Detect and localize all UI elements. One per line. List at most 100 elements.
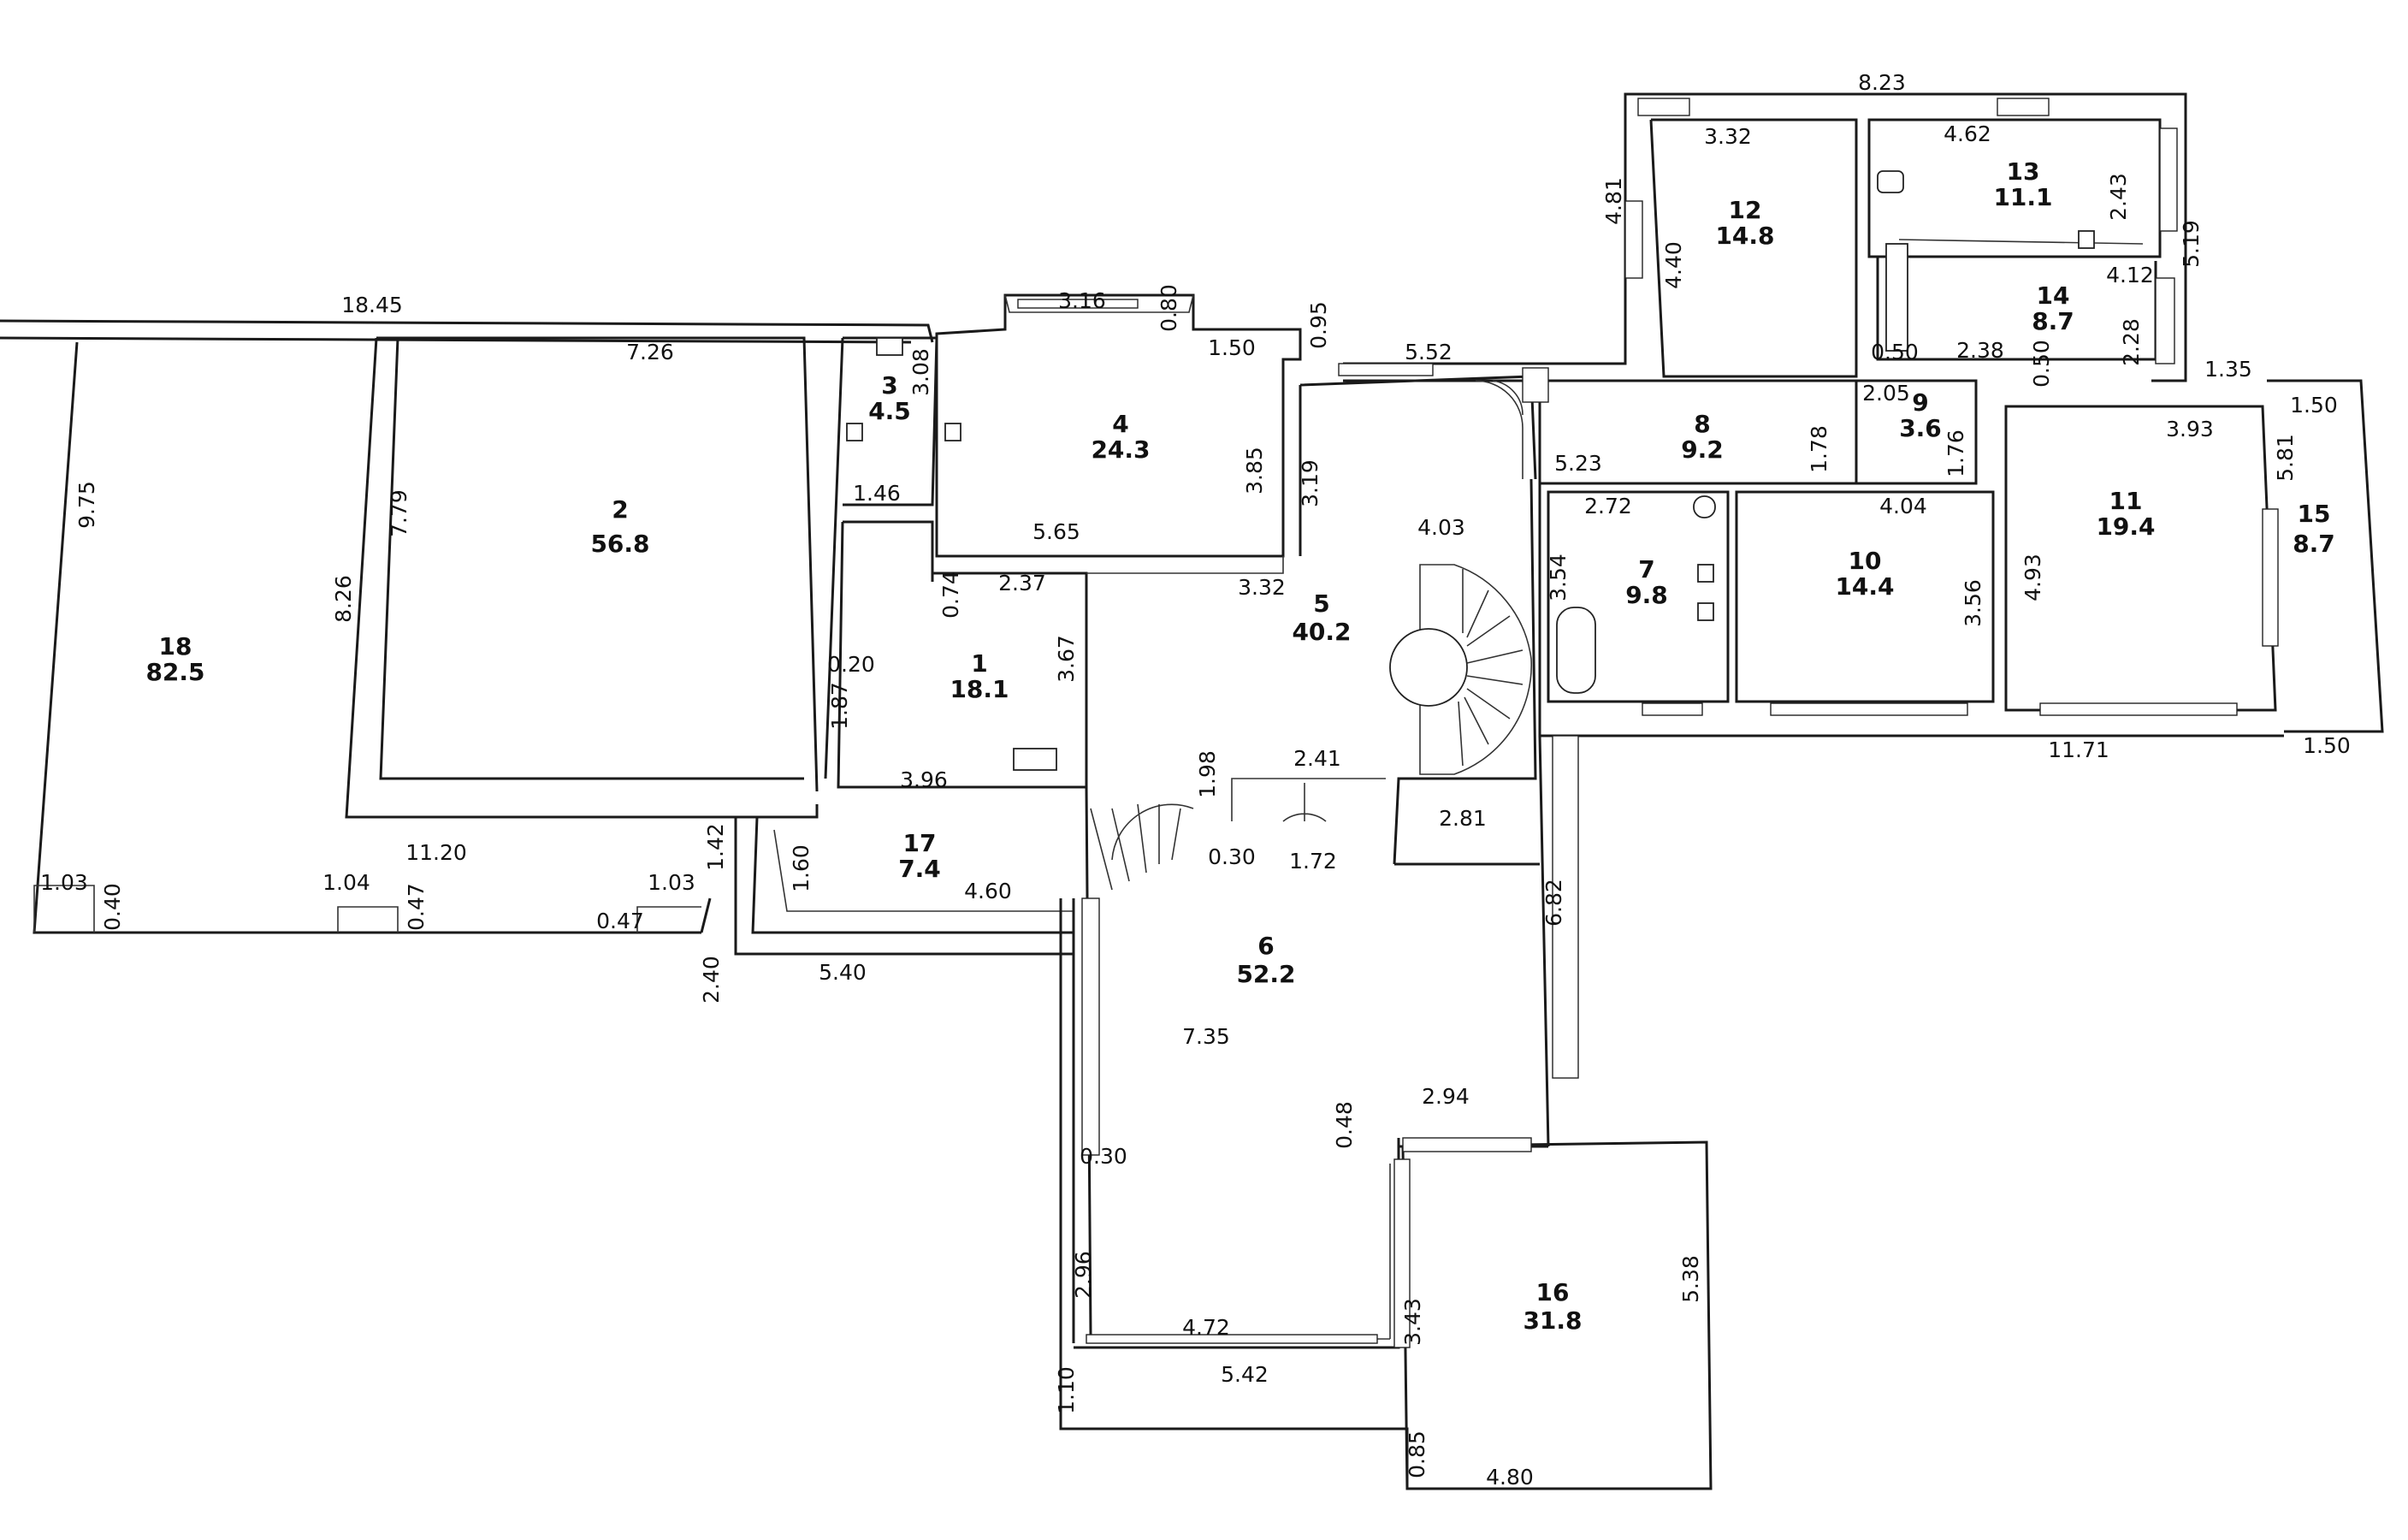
- dimension-label: 0.47: [596, 909, 644, 933]
- outlet-icon: [846, 423, 863, 441]
- dimension-label: 1.50: [1208, 335, 1256, 360]
- fixtures: [846, 170, 2095, 771]
- dimension-label: 1.04: [322, 870, 370, 895]
- dimension-label: 5.65: [1032, 519, 1080, 544]
- dimension-label: 0.40: [100, 883, 125, 931]
- dimension-label: 5.40: [819, 960, 867, 985]
- room-area: 18.1: [950, 675, 1009, 703]
- room-area: 7.4: [898, 855, 941, 883]
- room-11-outline: [2004, 405, 2277, 712]
- windows: [1017, 98, 2279, 1348]
- dimension-label: 5.38: [1678, 1255, 1703, 1303]
- dimension-label: 4.81: [1601, 177, 1626, 225]
- room-number: 4: [1112, 410, 1128, 438]
- room-area: 19.4: [2096, 512, 2155, 541]
- dimension-label: 4.80: [1486, 1465, 1534, 1490]
- room-area: 24.3: [1091, 435, 1150, 464]
- dimension-label: 1.76: [1944, 429, 1968, 477]
- dimension-label: 1.78: [1807, 425, 1831, 473]
- dimension-label: 1.03: [40, 870, 88, 895]
- room-number: 18: [159, 632, 192, 660]
- dimension-label: 1.10: [1054, 1366, 1079, 1414]
- room-12-outline: [1649, 118, 1858, 378]
- room-2-outline: [345, 336, 819, 819]
- dimension-label: 3.96: [900, 767, 948, 792]
- room-area: 31.8: [1523, 1306, 1582, 1335]
- sink-icon: [1693, 495, 1716, 518]
- dimension-label: 6.82: [1541, 879, 1566, 927]
- dimension-label: 3.67: [1054, 635, 1079, 683]
- dimension-label: 7.26: [626, 340, 674, 364]
- dimension-label: 8.23: [1858, 70, 1906, 95]
- room-9-outline: [1856, 379, 1978, 485]
- dimension-label: 7.35: [1182, 1024, 1230, 1049]
- outlet-icon: [1697, 564, 1714, 583]
- dimension-label: 4.40: [1661, 241, 1686, 289]
- bathtub-icon: [1556, 607, 1596, 694]
- stove-icon: [1013, 748, 1057, 771]
- dimension-label: 5.81: [2273, 434, 2298, 482]
- dimension-label: 9.75: [74, 481, 99, 529]
- room-number: 1: [971, 649, 987, 678]
- dimension-label: 2.43: [2106, 173, 2131, 221]
- dimension-label: 4.60: [964, 879, 1012, 903]
- room-area: 3.6: [1899, 414, 1942, 442]
- dimension-label: 5.52: [1405, 340, 1452, 364]
- dimension-label: 18.45: [341, 293, 403, 317]
- dimension-label: 4.03: [1417, 515, 1465, 540]
- room-number: 17: [903, 829, 937, 857]
- dimension-label: 0.74: [938, 571, 963, 619]
- dimension-label: 0.20: [827, 652, 875, 677]
- room-area: 11.1: [1993, 183, 2052, 211]
- dimension-label: 0.50: [2029, 340, 2054, 388]
- dimension-label: 3.32: [1704, 124, 1752, 149]
- dimension-label: 2.37: [998, 571, 1046, 595]
- room-area: 8.7: [2032, 307, 2074, 335]
- room-4-outline: [935, 293, 1302, 558]
- room-number: 10: [1849, 547, 1882, 575]
- dimension-label: 3.54: [1546, 554, 1571, 601]
- dimension-label: 2.40: [699, 956, 724, 1004]
- room-number: 13: [2007, 157, 2040, 186]
- dimension-label: 0.85: [1405, 1430, 1429, 1478]
- dimension-label: 1.50: [2290, 393, 2338, 418]
- dimension-label: 1.35: [2204, 357, 2252, 382]
- dimension-label: 1.03: [648, 870, 695, 895]
- room-number: 6: [1257, 932, 1274, 960]
- room-area: 9.8: [1625, 581, 1668, 609]
- room-number: 7: [1638, 555, 1654, 583]
- dimension-label: 0.50: [1871, 340, 1919, 364]
- dimension-label: 3.56: [1961, 579, 1985, 627]
- room-1-outline: [837, 520, 1088, 789]
- dimension-label: 5.23: [1554, 451, 1602, 476]
- dimension-label: 4.04: [1879, 494, 1927, 518]
- room-area: 8.7: [2293, 530, 2335, 558]
- dimension-label: 5.19: [2179, 220, 2204, 268]
- toilet-icon: [876, 337, 903, 356]
- room-area: 14.4: [1835, 572, 1894, 601]
- door-swings: [1231, 778, 1386, 822]
- room-7-outline: [1547, 490, 1730, 703]
- dimension-label: 0.48: [1332, 1101, 1357, 1149]
- dimension-label: 4.62: [1944, 121, 1991, 146]
- dimension-label: 2.41: [1293, 746, 1341, 771]
- dimension-label: 2.94: [1422, 1084, 1470, 1109]
- room-number: 14: [2037, 281, 2070, 310]
- room-area: 9.2: [1681, 435, 1724, 464]
- room-15-outline: [2267, 379, 2384, 733]
- dimension-label: 11.20: [405, 840, 467, 865]
- dimension-label: 2.38: [1956, 338, 2004, 363]
- room-area: 52.2: [1236, 960, 1295, 988]
- room-area: 56.8: [590, 530, 649, 558]
- dimension-label: 3.43: [1400, 1298, 1425, 1346]
- dimension-label: 11.71: [2048, 737, 2109, 762]
- dimension-label: 2.96: [1071, 1251, 1096, 1299]
- dimension-label: 1.72: [1289, 849, 1337, 874]
- dimension-label: 4.72: [1182, 1315, 1230, 1340]
- dimension-label: 2.81: [1439, 806, 1487, 831]
- dimension-label: 2.72: [1584, 494, 1632, 518]
- room-number: 11: [2109, 487, 2143, 515]
- dimension-label: 1.87: [827, 682, 852, 730]
- spiral-staircase: [1389, 380, 1533, 775]
- room-16-outline: [1401, 1140, 1713, 1490]
